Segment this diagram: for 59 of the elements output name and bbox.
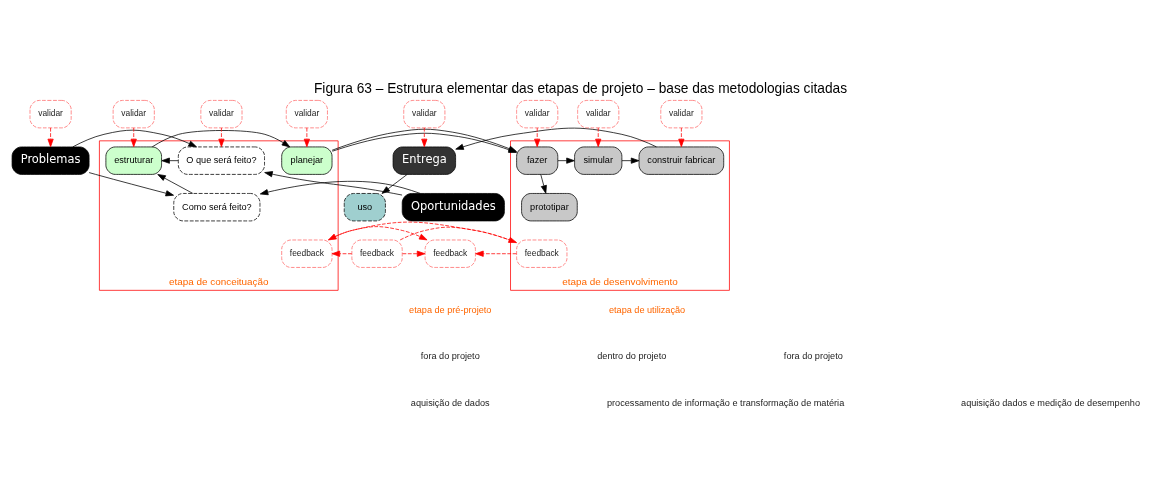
arrow: [402, 250, 426, 257]
node-box: validar: [285, 99, 328, 128]
node-box: validar: [112, 99, 155, 128]
arrow: [218, 127, 225, 147]
label: dentro do projeto: [597, 350, 667, 361]
node-box: Entrega: [392, 146, 456, 175]
arrow: [475, 250, 517, 257]
label: aquisição de dados: [410, 397, 490, 408]
label: etapa de pré-projeto: [409, 304, 492, 315]
node-box: Oportunidades: [401, 192, 505, 221]
arrow: [130, 127, 137, 147]
label: etapa de utilização: [608, 304, 686, 315]
arrow: [72, 129, 197, 147]
node-box: validar: [660, 99, 703, 128]
node-box: fazer: [516, 146, 559, 175]
arrow: [328, 225, 428, 240]
node-box: Problemas: [11, 146, 90, 175]
node-box: feedback: [351, 239, 403, 268]
arrow: [328, 221, 517, 243]
node-box: estruturar: [105, 146, 162, 175]
label: fora do projeto: [420, 350, 480, 361]
node-box: prototipar: [521, 192, 578, 221]
node-box: simular: [574, 146, 623, 175]
arrow: [264, 170, 403, 195]
node-box: validar: [516, 99, 559, 128]
arrow: [421, 127, 428, 147]
diagram-title: Figura 63 – Estrutura elementar das etapas de projeto – base das metodologias citadas: [313, 80, 848, 96]
node-box: uso: [343, 192, 386, 221]
node-box: O que será feito?: [177, 146, 265, 175]
arrow: [381, 173, 408, 194]
arrow: [47, 127, 54, 147]
arrow: [534, 127, 541, 147]
arrow: [595, 127, 602, 147]
label: fora do projeto: [783, 350, 843, 361]
node-box: feedback: [516, 239, 568, 268]
node-box: validar: [577, 99, 620, 128]
arrow: [678, 127, 685, 147]
node-box: validar: [29, 99, 72, 128]
arrow: [151, 129, 291, 147]
node-box: Como será feito?: [173, 192, 261, 221]
arrow: [88, 171, 174, 196]
node-box: validar: [403, 99, 446, 128]
arrow: [161, 157, 179, 164]
node-box: planejar: [281, 146, 333, 175]
arrow: [303, 127, 310, 147]
arrow: [331, 250, 353, 257]
arrow: [399, 226, 517, 243]
arrow: [157, 173, 194, 194]
node-box: feedback: [424, 239, 476, 268]
arrow: [455, 127, 657, 150]
arrow: [557, 157, 575, 164]
label: processamento de informação e transformação de matéria: [606, 397, 845, 408]
arrow: [259, 180, 421, 195]
arrow: [540, 173, 547, 194]
label: aquisição dados e medição de desempenho: [961, 397, 1140, 408]
node-box: construir fabricar: [638, 146, 725, 175]
node-box: feedback: [281, 239, 333, 268]
arrow: [621, 157, 640, 164]
node-box: validar: [200, 99, 243, 128]
